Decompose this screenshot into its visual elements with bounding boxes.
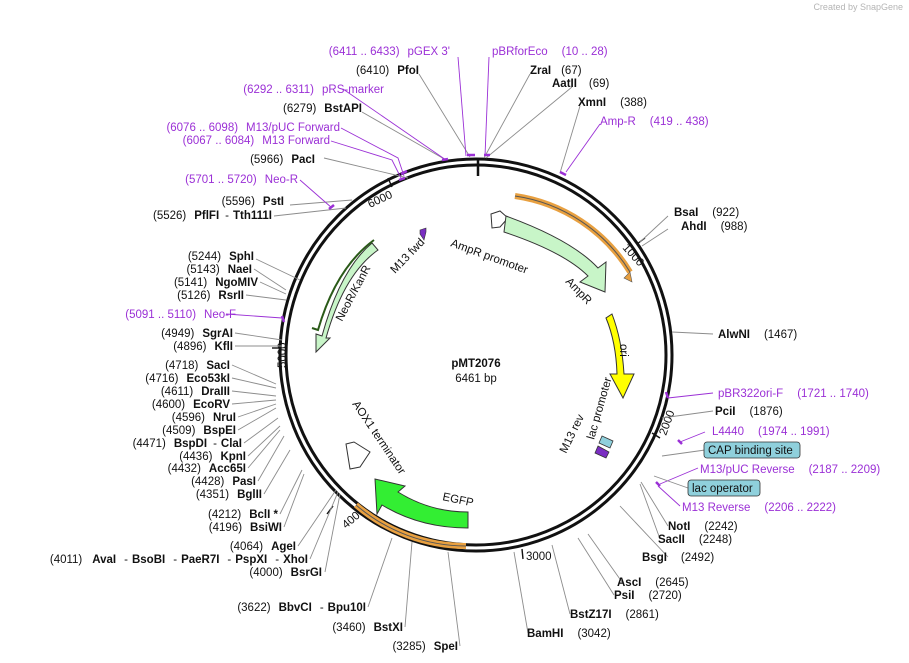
enzyme-label-psti: (5596)PstI [222, 196, 284, 208]
enzyme-label-bstapi: (6279)BstAPI [283, 103, 362, 115]
backbone-outer [278, 157, 674, 553]
enzyme-label-aatii: AatII(69) [552, 78, 610, 90]
primer-label-neof: (5091 .. 5110)Neo-F [125, 309, 236, 321]
enzyme-label-sgrai: (4949)SgrAI [161, 328, 233, 340]
snapgene-credit: Created by SnapGene [813, 2, 903, 12]
enzyme-label-bcli: (4212)BclI * [208, 509, 279, 521]
ruler-tick-2000 [651, 432, 661, 439]
orange-arc-bottom-edge [355, 504, 467, 547]
m13-fwd-arrow [419, 227, 427, 241]
enzyme-label-agei: (4064)AgeI [230, 541, 296, 553]
enzyme-label-paci: (5966)PacI [250, 154, 315, 166]
enzyme-label-sphi: (5244)SphI [188, 251, 254, 263]
enzyme-label-bamhi: BamHI(3042) [527, 628, 611, 640]
primer-label-pbrforeco: pBRforEco(10 .. 28) [492, 46, 608, 58]
enzyme-label-acc65i: (4432)Acc65I [168, 463, 246, 475]
enzyme-label-bbvci: (3622)BbvCI-Bpu10I [237, 602, 366, 614]
primer-label-pgex: (6411 .. 6433)pGEX 3' [329, 46, 450, 58]
enzyme-label-ecorv: (4600)EcoRV [152, 399, 230, 411]
enzyme-label-bsgi: BsgI(2492) [642, 552, 714, 564]
enzyme-label-bspei: (4509)BspEI [162, 425, 236, 437]
enzyme-label-zrai: ZraI(67) [530, 65, 582, 77]
backbone-inner [284, 163, 668, 547]
cap-binding-site-box: CAP binding site [661, 441, 801, 459]
ruler-label-6000: 6000 [366, 189, 394, 211]
egfp-arrow [374, 478, 469, 529]
m13-rev-label: M13 rev [558, 412, 587, 455]
primer-label-neor: (5701 .. 5720)Neo-R [185, 174, 298, 186]
enzyme-label-saci: (4718)SacI [165, 360, 230, 372]
enzyme-label-pflfi: (5526)PflFI-Tth111I [153, 210, 272, 222]
enzyme-label-avai: (4011)AvaI-BsoBI-PaeR7I-PspXI-XhoI [50, 554, 308, 566]
enzyme-label-asci: AscI(2645) [617, 577, 689, 589]
enzyme-label-noti: NotI(2242) [668, 521, 738, 533]
enzyme-label-naei: (5143)NaeI [186, 264, 252, 276]
enzyme-leader-lines [231, 73, 714, 647]
primer-label-pbr322: pBR322ori-F(1721 .. 1740) [718, 388, 869, 400]
primer-label-m13puc-rev: M13/pUC Reverse(2187 .. 2209) [700, 464, 880, 476]
primer-label-m13-rev: M13 Reverse(2206 .. 2222) [682, 502, 836, 514]
aox1-terminator-arrow [345, 441, 371, 470]
enzyme-label-spei: (3285)SpeI [392, 641, 458, 653]
enzyme-label-kpni: (4436)KpnI [179, 451, 246, 463]
neor-inner-edge [311, 239, 375, 332]
enzyme-label-ngomiv: (5141)NgoMIV [174, 277, 258, 289]
enzyme-label-bspdi: (4471)BspDI-ClaI [133, 438, 242, 450]
enzyme-label-eco53ki: (4716)Eco53kI [145, 373, 230, 385]
enzyme-label-bglii: (4351)BglII [196, 489, 262, 501]
m13-fwd-label: M13 fwd [389, 236, 428, 276]
ampr-arrow [503, 215, 607, 293]
enzyme-label-bsai: BsaI(922) [674, 207, 739, 219]
lac-operator-label: lac operator [692, 483, 753, 495]
enzyme-label-xmni: XmnI(388) [578, 97, 647, 109]
enzyme-label-rsrii: (5126)RsrII [177, 290, 244, 302]
ruler-tick-6000 [387, 177, 393, 188]
enzyme-label-bsiwi: (4196)BsiWI [209, 522, 282, 534]
enzyme-label-psii: PsiI(2720) [614, 590, 682, 602]
enzyme-label-ahdi: AhdI(988) [681, 221, 748, 233]
enzyme-label-bstxi: (3460)BstXI [332, 622, 403, 634]
ruler-label-5000: 5000 [277, 342, 289, 368]
enzyme-label-sacii: SacII(2248) [658, 534, 732, 546]
enzyme-label-draiii: (4611)DraIII [161, 386, 230, 398]
primer-label-l4440: L4440(1974 .. 1991) [712, 426, 830, 438]
ruler-tick-3000 [521, 548, 524, 560]
orange-arc-top-edge [514, 195, 631, 273]
primer-label-m13puc-fwd: (6076 .. 6098)M13/pUC Forward [166, 122, 340, 134]
ampr-promoter-arrow [490, 210, 509, 229]
cap-site-block [598, 435, 614, 449]
primer-label-prs: (6292 .. 6311)pRS-marker [243, 84, 384, 96]
enzyme-label-pcii: PciI(1876) [715, 406, 783, 418]
lac-operator-box: lac operator [653, 475, 761, 497]
primer-marks [280, 153, 683, 487]
ori-label: ori [617, 344, 629, 357]
ampr-promoter-label: AmpR promoter [449, 238, 530, 277]
ruler-label-2000: 2000 [658, 409, 678, 437]
plasmid-name: pMT2076 [451, 358, 500, 370]
orange-arc-top-arrowhead [623, 271, 633, 283]
primer-label-m13-fwd: (6067 .. 6084)M13 Forward [183, 135, 330, 147]
lac-operator-block [594, 445, 610, 459]
enzyme-label-bstz17i: BstZ17I(2861) [570, 609, 659, 621]
plasmid-size: 6461 bp [455, 373, 497, 385]
neor-arrow [315, 242, 379, 354]
enzyme-label-kfli: (4896)KflI [173, 341, 233, 353]
ori-arrow [605, 313, 635, 400]
enzyme-label-pfoi: (6410)PfoI [356, 65, 419, 77]
enzyme-label-pasi: (4428)PasI [191, 476, 256, 488]
lac-promoter-label: lac promoter [585, 376, 614, 441]
enzyme-label-bsrgi: (4000)BsrGI [249, 567, 322, 579]
enzyme-label-nrui: (4596)NruI [172, 412, 236, 424]
enzyme-label-alwni: AlwNI(1467) [718, 329, 797, 341]
primer-label-ampr: Amp-R(419 .. 438) [600, 116, 709, 128]
cap-binding-site-label: CAP binding site [708, 445, 793, 457]
egfp-label: EGFP [441, 491, 474, 509]
ruler-label-3000: 3000 [526, 551, 552, 563]
primer-leader-lines [225, 56, 714, 507]
